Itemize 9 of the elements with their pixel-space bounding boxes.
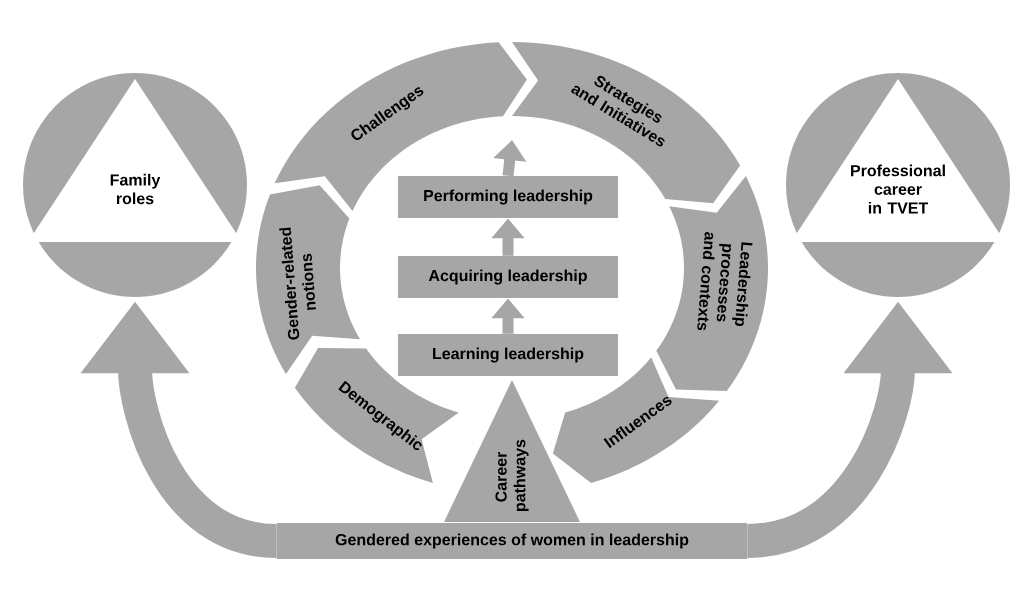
- process-box: Learning leadership: [398, 334, 618, 376]
- curved-arrow-segment: Gender-related notions: [256, 185, 361, 375]
- node-label: Gender-related notions: [279, 227, 316, 340]
- node-label: Gendered experiences of women in leadership: [335, 533, 689, 549]
- node-label: Career pathways: [495, 439, 529, 511]
- node-label: Leadership processes and contexts: [697, 231, 753, 331]
- curved-band: Gendered experiences of women in leadership: [277, 523, 747, 559]
- triangle-block: Career pathways: [444, 380, 580, 522]
- curved-arrow-segment: Leadership processes and contexts: [656, 176, 768, 392]
